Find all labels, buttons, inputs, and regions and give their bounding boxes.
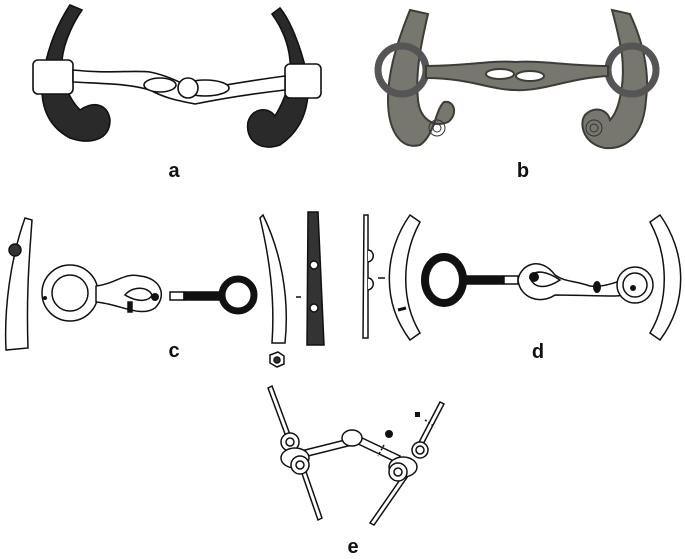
bit-drawing-a: [32, 4, 322, 148]
bit-drawing-d: [362, 213, 682, 342]
panel-c: c: [0, 200, 345, 370]
panel-a: a: [0, 0, 345, 190]
panel-label-b: b: [516, 160, 530, 182]
panel-e: e: [240, 370, 480, 558]
panel-label-c: c: [168, 340, 180, 362]
panel-b: b: [340, 0, 685, 190]
panel-d: d: [340, 200, 685, 370]
bit-photo-b: [374, 8, 660, 150]
bit-drawing-c: [4, 211, 325, 368]
bit-drawing-e: [267, 384, 446, 526]
panel-label-a: a: [168, 160, 180, 182]
panel-label-d: d: [531, 341, 545, 363]
panel-label-e: e: [347, 536, 359, 558]
